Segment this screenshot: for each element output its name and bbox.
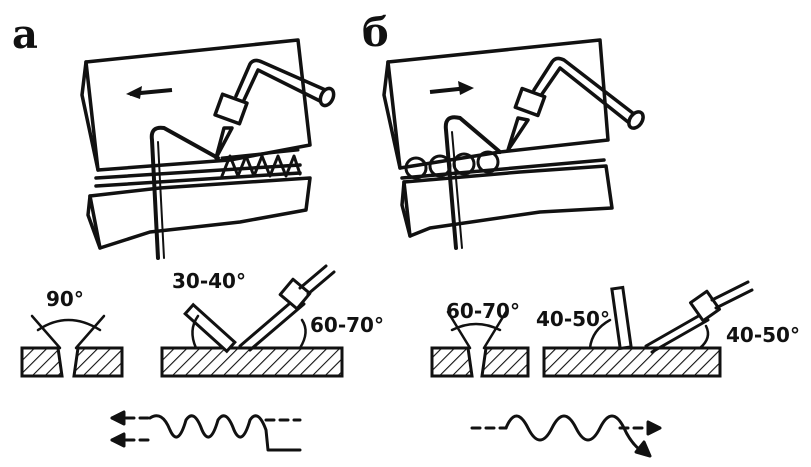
panel-a-weld-bead-icon xyxy=(220,148,302,178)
panel-a-torch-motion-path-icon xyxy=(110,410,302,452)
panel-a-direction-arrow-icon xyxy=(126,86,173,99)
panel-b-section-rod xyxy=(610,285,633,351)
panel-b-letter: б xyxy=(362,9,389,56)
panel-b-groove-angle: 60-70° xyxy=(446,299,520,323)
panel-b-filler-rod-icon xyxy=(443,115,502,250)
panel-a-filler-rod-icon xyxy=(149,125,220,260)
panel-a-torch-angle: 60-70° xyxy=(310,313,384,337)
panel-a-rod-angle: 30-40° xyxy=(172,269,246,293)
panel-a-section-torch-icon xyxy=(238,264,336,352)
panel-b-section-torch-icon xyxy=(644,280,754,354)
panel-b-direction-arrow-icon xyxy=(429,81,474,95)
panel-b-torch-angle: 40-50° xyxy=(726,323,800,347)
panel-b-torch-motion-path-icon xyxy=(470,414,662,458)
panel-a-welding-torch-icon xyxy=(213,58,336,160)
panel-a: а xyxy=(12,11,384,452)
panel-b-rod-angle: 40-50° xyxy=(536,307,610,331)
panel-a-plates xyxy=(80,38,312,250)
panel-a-plate-section: 30-40° 60-70° xyxy=(160,264,384,378)
panel-b-welding-torch-icon xyxy=(506,56,645,152)
panel-a-groove-angle: 90° xyxy=(46,287,84,311)
panel-b-groove-section: 60-70° xyxy=(430,299,530,378)
panel-a-letter: а xyxy=(12,11,38,58)
panel-b-plate-section: 40-50° 40-50° xyxy=(536,280,800,378)
panel-a-groove-section: 90° xyxy=(20,287,124,378)
panel-b: б xyxy=(362,9,800,458)
